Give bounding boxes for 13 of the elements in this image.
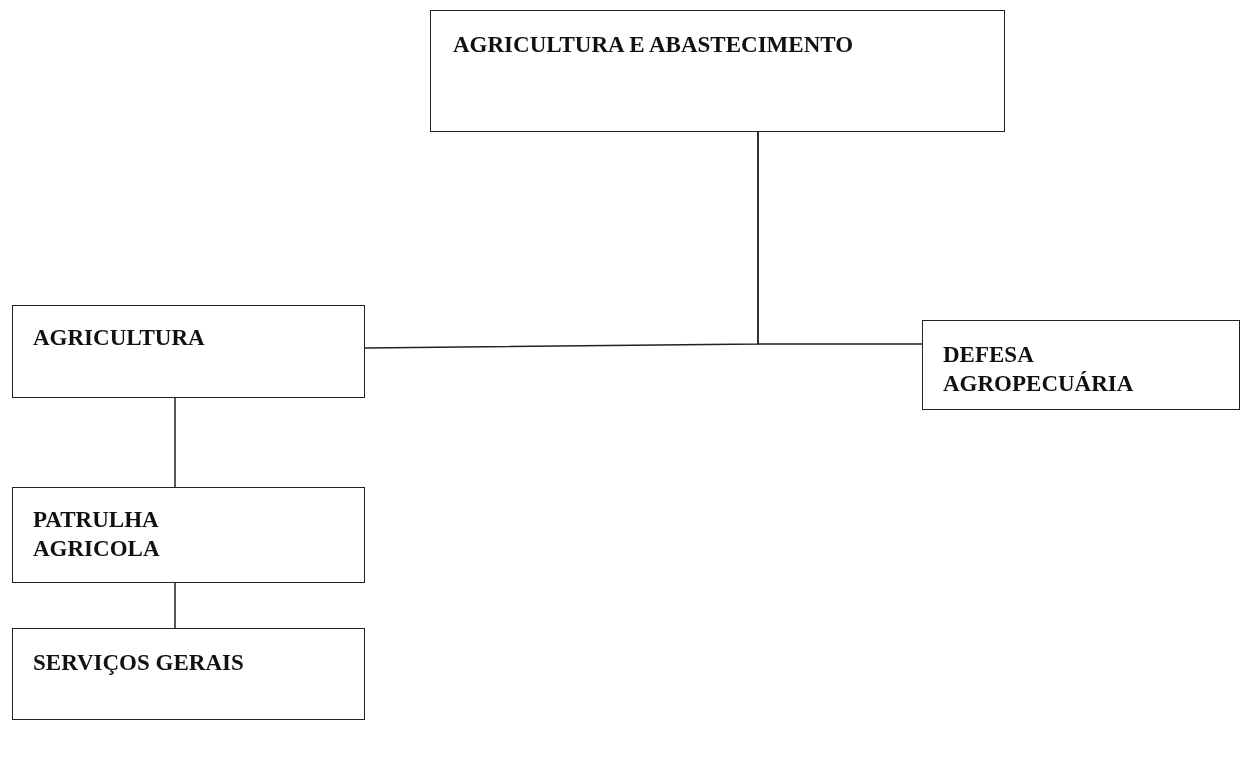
org-box [430,10,1005,132]
org-box [12,487,365,583]
connector-line [174,397,176,488]
box-title: PATRULHA AGRICOLA [33,506,161,563]
org-box [922,320,1240,410]
connector-line [174,582,176,629]
box-title: AGRICULTURA E ABASTECIMENTO [453,31,855,59]
org-box [12,305,365,398]
box-title: AGRICULTURA [33,324,206,352]
connector-line [757,131,923,345]
box-title: SERVIÇOS GERAIS [33,649,245,677]
box-title: DEFESA AGROPECUÁRIA [943,341,1135,398]
org-box [12,628,365,720]
